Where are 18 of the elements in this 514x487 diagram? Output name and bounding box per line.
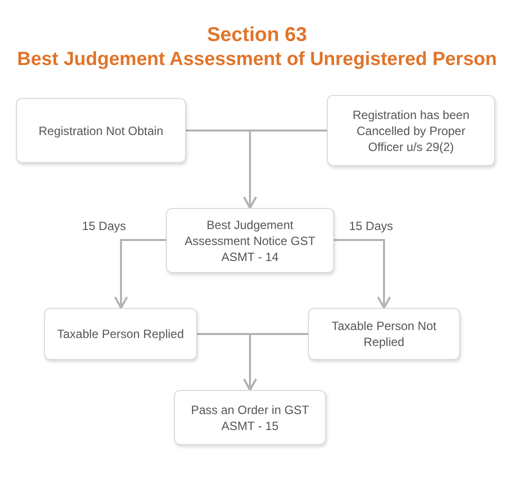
box-text: Registration has been Cancelled by Proper Officer u/s 29(2) (352, 106, 470, 154)
box-text: Taxable Person Not Replied (330, 318, 438, 350)
title: Section 63 (206, 23, 308, 48)
box-text: Pass an Order in GST ASMT - 15 (190, 402, 310, 434)
process-box (174, 390, 326, 445)
process-box (16, 98, 186, 163)
arrow (334, 239, 391, 309)
box-text: Taxable Person Replied (57, 326, 184, 342)
process-box (327, 95, 495, 166)
arrow (243, 130, 327, 209)
box-text: Best Judgement Assessment Notice GST ASMT - 14 (184, 216, 316, 264)
process-box (166, 208, 334, 273)
process-box (308, 308, 460, 360)
arrow (114, 239, 166, 309)
arrow (243, 333, 308, 391)
process-box (44, 308, 197, 360)
box-text: Registration Not Obtain (38, 122, 164, 138)
subtitle: Best Judgement Assessment of Unregistered Person (17, 48, 497, 72)
